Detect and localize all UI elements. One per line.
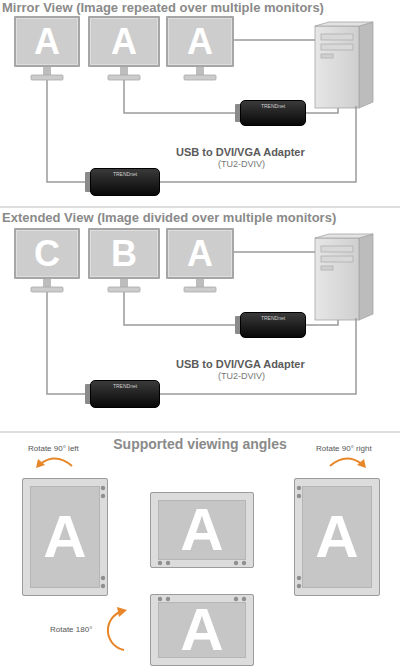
usb-cable	[306, 108, 338, 113]
rotated-monitor: A	[150, 492, 254, 568]
monitor-screen: A	[166, 16, 234, 67]
bezel-button	[158, 597, 162, 601]
video-cable	[234, 251, 315, 253]
usb-adapter: TRENDnet	[90, 168, 160, 196]
monitor-stand	[184, 279, 216, 292]
monitor-stand	[184, 67, 216, 80]
adapter-label: USB to DVI/VGA Adapter	[176, 146, 305, 158]
screen-letter: C	[34, 236, 60, 272]
video-cable	[124, 67, 240, 113]
usb-adapter: TRENDnet	[90, 380, 160, 408]
adapter-label: USB to DVI/VGA Adapter	[176, 358, 305, 370]
bezel-button	[166, 597, 170, 601]
rotation-label: Rotate 180°	[50, 626, 92, 635]
bezel-button	[101, 576, 105, 580]
usb-adapter: TRENDnet	[240, 100, 306, 126]
screen-letter: A	[187, 236, 213, 272]
section-heading: Mirror View (Image repeated over multipl…	[2, 1, 324, 15]
bezel-button	[297, 486, 301, 490]
rotation-arrow-head	[357, 459, 366, 468]
model-number: (TU2-DVIV)	[218, 160, 265, 170]
bezel-button	[234, 597, 238, 601]
bezel-button	[242, 597, 246, 601]
screen-letter: A	[315, 507, 358, 567]
brand-logo: TRENDnet	[113, 384, 137, 389]
bezel-button	[101, 584, 105, 588]
model-number: (TU2-DVIV)	[218, 372, 265, 382]
video-cable	[47, 67, 90, 182]
section-separator	[0, 432, 400, 433]
screen-letter: A	[180, 600, 223, 660]
bezel-button	[297, 584, 301, 588]
rotated-monitor: A	[22, 478, 108, 596]
monitor-screen: A	[14, 16, 80, 67]
screen-letter: A	[34, 24, 60, 60]
brand-logo: TRENDnet	[261, 104, 285, 109]
monitor-screen: A	[166, 228, 234, 279]
screen-letter: B	[111, 236, 137, 272]
rotated-monitor: A	[150, 594, 254, 666]
section-heading: Extended View (Image divided over multip…	[2, 211, 336, 225]
screen-letter: A	[111, 24, 137, 60]
monitor-screen: B	[88, 228, 160, 279]
bezel-button	[166, 561, 170, 565]
monitor-stand	[108, 67, 140, 80]
computer-tower	[315, 22, 373, 108]
video-cable	[124, 279, 240, 325]
usb-adapter: TRENDnet	[240, 312, 306, 338]
rotation-label: Rotate 90° left	[28, 445, 79, 454]
bezel-button	[297, 494, 301, 498]
brand-logo: TRENDnet	[113, 172, 137, 177]
rotation-arrow	[108, 612, 124, 650]
video-cable	[234, 39, 315, 41]
monitor-stand	[31, 67, 63, 80]
monitor-stand	[31, 279, 63, 292]
monitor-screen: A	[88, 16, 160, 67]
bezel-button	[234, 561, 238, 565]
screen-letter: A	[43, 507, 86, 567]
bezel-button	[297, 576, 301, 580]
monitor-stand	[108, 279, 140, 292]
video-cable	[47, 279, 90, 394]
section-heading: Supported viewing angles	[0, 437, 400, 452]
bezel-button	[242, 561, 246, 565]
screen-letter: A	[180, 500, 223, 560]
bezel-button	[101, 486, 105, 490]
rotation-arrow-head	[117, 607, 127, 617]
rotated-monitor: A	[294, 478, 380, 596]
rotation-arrow-head	[36, 459, 45, 468]
brand-logo: TRENDnet	[261, 316, 285, 321]
bezel-button	[158, 561, 162, 565]
monitor-screen: C	[14, 228, 80, 279]
rotation-label: Rotate 90° right	[316, 445, 372, 454]
screen-letter: A	[187, 24, 213, 60]
usb-cable	[306, 320, 338, 325]
bezel-button	[101, 494, 105, 498]
section-separator	[0, 207, 400, 208]
computer-tower	[315, 234, 373, 320]
